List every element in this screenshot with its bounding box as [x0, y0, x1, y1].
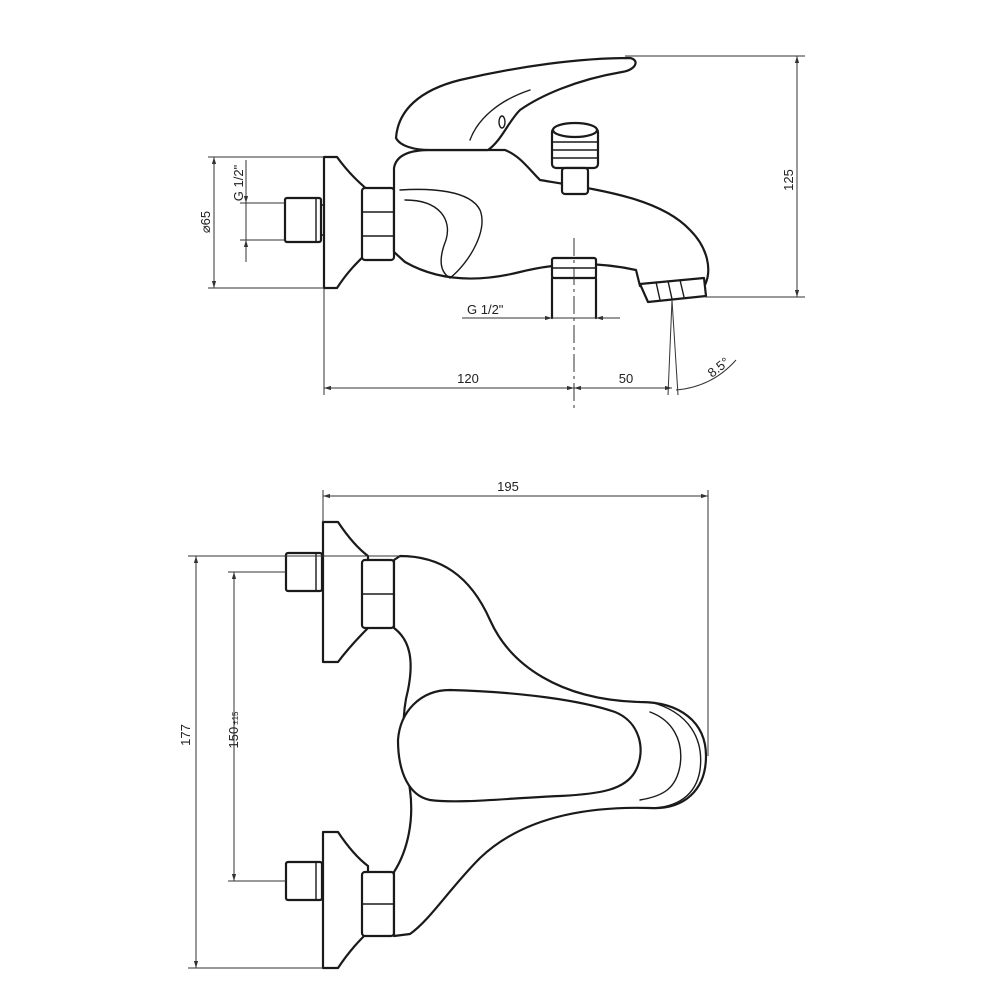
dim-height-125-label: 125: [781, 169, 796, 191]
spout-flow-line: [671, 299, 679, 396]
dim-width-195: 195: [322, 479, 709, 756]
dim-angle-label: 8.5°: [705, 354, 733, 380]
dim-inlet-thread-label: G 1/2": [231, 164, 246, 201]
top-upper-inlet: [284, 551, 324, 593]
side-hex-nut: [360, 186, 396, 262]
top-view: 195 177 150±15: [178, 479, 709, 970]
side-handle-lever: [394, 56, 637, 152]
top-spout-end: [649, 701, 702, 809]
svg-text:⌀65: ⌀65: [198, 211, 213, 233]
top-upper-hex-nut: [360, 558, 396, 630]
dim-spacing-150: 150±15: [226, 572, 241, 881]
top-lower-hex-nut: [360, 870, 396, 938]
diameter-symbol: ⌀: [198, 225, 213, 233]
dim-height-177: 177: [178, 555, 400, 969]
side-aerator: [638, 276, 708, 304]
top-handle-lever: [396, 688, 642, 803]
spout-axis-line: [667, 299, 673, 396]
dim-length-120-50: 120 50: [323, 288, 672, 395]
side-handle-detail: [469, 89, 531, 141]
dim-length-50-label: 50: [619, 371, 633, 386]
dim-diverter-thread-label: G 1/2": [467, 302, 504, 317]
top-lower-inlet: [284, 860, 324, 902]
svg-text:150±15: 150±15: [226, 711, 241, 749]
dim-spacing-tolerance: ±15: [231, 711, 240, 725]
dim-width-195-label: 195: [497, 479, 519, 494]
dim-diameter-65-label: 65: [198, 211, 213, 225]
dim-inlet-thread: G 1/2": [231, 160, 285, 262]
dim-length-120-label: 120: [457, 371, 479, 386]
dim-spacing-150-label: 150: [226, 727, 241, 749]
dim-height-177-label: 177: [178, 724, 193, 746]
side-inlet-connector: [283, 196, 327, 244]
dim-angle: 8.5°: [675, 354, 737, 391]
top-body-inner: [639, 711, 682, 801]
dim-diameter-65: ⌀65: [198, 156, 324, 289]
dim-height-125: 125: [625, 55, 805, 298]
side-handle-screw: [498, 115, 506, 129]
dim-diverter-thread: G 1/2": [462, 302, 620, 321]
side-body-recess: [399, 188, 483, 279]
side-view: 125 ⌀65 G 1/2" G 1/2": [198, 55, 805, 410]
side-diverter-knob: [550, 121, 600, 196]
